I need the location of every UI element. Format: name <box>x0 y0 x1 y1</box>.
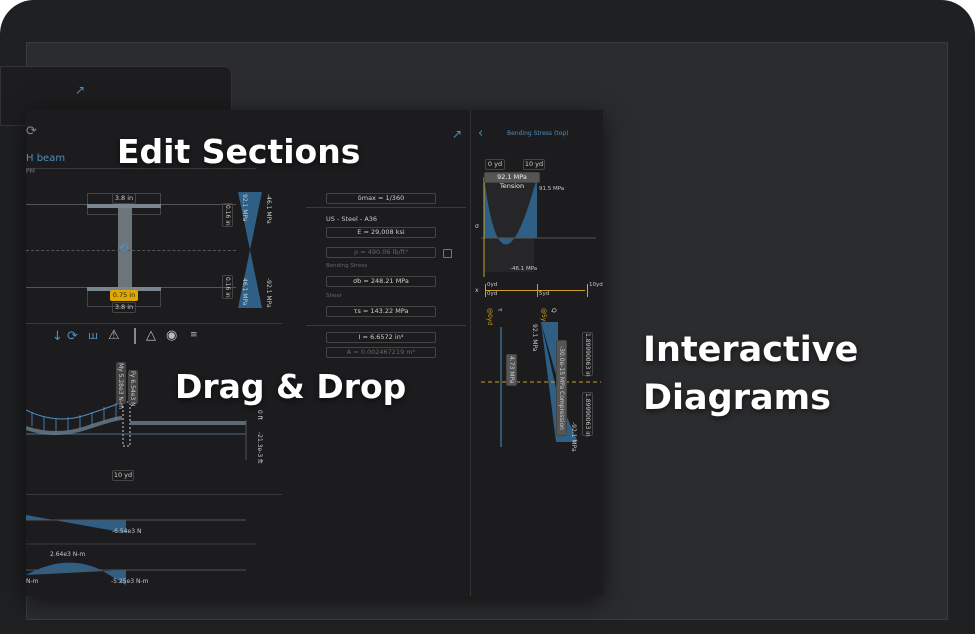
stress-label: 46.1 MPa <box>241 278 248 306</box>
moment-icon[interactable]: ⟳ <box>67 329 78 344</box>
bending-label: Bending Stress <box>326 263 368 269</box>
shear-axis: τ <box>496 308 503 312</box>
pin-support-icon[interactable]: ⚠ <box>108 328 120 343</box>
q-axis: Q <box>550 308 557 313</box>
distance-top: 1.89990063 in <box>582 332 593 377</box>
panel-title: Bending Stress (top) <box>507 130 569 137</box>
deflection-limit-field[interactable]: δmax = 1/360 <box>326 193 436 204</box>
distributed-load-icon[interactable]: ш <box>88 329 99 342</box>
distance-bottom: 1.89990063 in <box>582 392 593 437</box>
min-label: -46.1 MPa <box>510 266 538 272</box>
fixed-support-icon[interactable] <box>134 328 136 344</box>
shear-stress-field[interactable]: τs = 143.22 MPa <box>326 306 436 317</box>
refresh-icon[interactable]: ⟳ <box>26 124 37 139</box>
inertia-field: I = 6.6572 in⁴ <box>326 332 436 343</box>
hinge-icon[interactable]: ◉ <box>166 328 178 343</box>
app-window: ⟳ H beam PM 3.8 in ⟲ 0.75 in 3.8 in 0.16… <box>26 110 603 596</box>
rotate-icon[interactable]: ⟲ <box>118 241 129 255</box>
section-stress-diagram <box>238 192 262 308</box>
span-length[interactable]: 10 yd <box>112 470 134 481</box>
bottom-flange-thickness[interactable]: 0.16 in <box>222 275 233 299</box>
compression-tooltip: -30.0e-15 MPa Compression <box>556 340 567 436</box>
bending-stress-chart[interactable] <box>481 172 601 302</box>
stress-label: -92.1 MPa <box>265 278 272 308</box>
headline-edit-sections: Edit Sections <box>117 132 361 171</box>
deflection-label: 0 ft <box>256 410 263 421</box>
x-axis-label: x <box>475 287 479 294</box>
material-label[interactable]: US - Steel - A36 <box>326 215 378 223</box>
roller-support-icon[interactable]: △ <box>146 328 156 343</box>
range-end[interactable]: 10 yd <box>523 159 545 170</box>
x-tick: 0yd <box>487 282 498 288</box>
bottom-flange-width[interactable]: 3.8 in <box>112 302 136 313</box>
bending-stress-field[interactable]: σb = 248.21 MPa <box>326 276 436 287</box>
stress-label: -46.1 MPa <box>265 194 272 224</box>
beam-name[interactable]: H beam <box>26 153 66 164</box>
timestamp: PM <box>26 168 35 175</box>
shear-value: 4.73 MPa <box>506 354 517 386</box>
elastic-modulus-field[interactable]: E = 29,008 ksi <box>326 227 436 238</box>
stress-label: 92.1 MPa <box>241 194 248 222</box>
shear-min-label: -6.54e3 N <box>112 528 142 535</box>
beam-canvas[interactable] <box>26 350 286 460</box>
density-checkbox[interactable] <box>443 249 452 258</box>
y-axis-label: σ <box>475 223 479 230</box>
x-tick: 10yd <box>589 282 603 288</box>
deflection-label: -21.3e-3 ft <box>256 432 263 464</box>
bottom-stress-label: -92.1 MPa <box>570 422 577 452</box>
q-position: @5yd <box>540 308 547 326</box>
max-label: 91.5 MPa <box>539 186 565 192</box>
area-field: A = 0.002467219 m² <box>326 347 436 358</box>
headline-interactive: Interactive <box>643 330 859 370</box>
external-link-icon[interactable]: ↗ <box>452 127 463 141</box>
moment-max-label: 2.64e3 N-m <box>50 551 86 558</box>
moment-left-label: N-m <box>26 578 39 585</box>
point-load-icon[interactable]: ↓ <box>52 329 63 344</box>
shear-moment-diagrams <box>26 515 256 585</box>
web[interactable] <box>118 208 132 287</box>
bottom-flange[interactable] <box>87 287 161 291</box>
headline-diagrams: Diagrams <box>643 378 831 418</box>
force-reaction: Fy 6.54e3 N <box>128 370 138 407</box>
neutral-axis <box>26 250 236 251</box>
top-flange[interactable] <box>87 204 161 208</box>
headline-drag-drop: Drag & Drop <box>175 367 407 406</box>
density-field[interactable]: ρ = 490.06 lb/ft³ <box>326 247 436 258</box>
shear-label: Shear <box>326 293 342 299</box>
tension-tooltip: 92.1 MPa Tension <box>484 172 540 190</box>
top-flange-thickness[interactable]: 0.16 in <box>222 203 233 227</box>
moment-reaction: My 5.28e3 N-m <box>116 362 126 409</box>
external-link-icon[interactable]: ↗ <box>75 83 86 97</box>
spring-icon[interactable]: ≡ <box>190 330 198 340</box>
moment-min-label: -5.25e3 N-m <box>111 578 149 585</box>
top-flange-width[interactable]: 3.8 in <box>112 193 136 204</box>
x-tick: 0yd <box>487 291 498 297</box>
top-stress-label: 92.1 MPa <box>531 324 538 352</box>
range-start[interactable]: 0 yd <box>485 159 505 170</box>
back-chevron-icon[interactable]: ‹ <box>478 126 484 141</box>
x-tick: 5yd <box>539 291 550 297</box>
web-thickness-input[interactable]: 0.75 in <box>110 290 138 301</box>
shear-position: @0yd <box>486 308 493 326</box>
